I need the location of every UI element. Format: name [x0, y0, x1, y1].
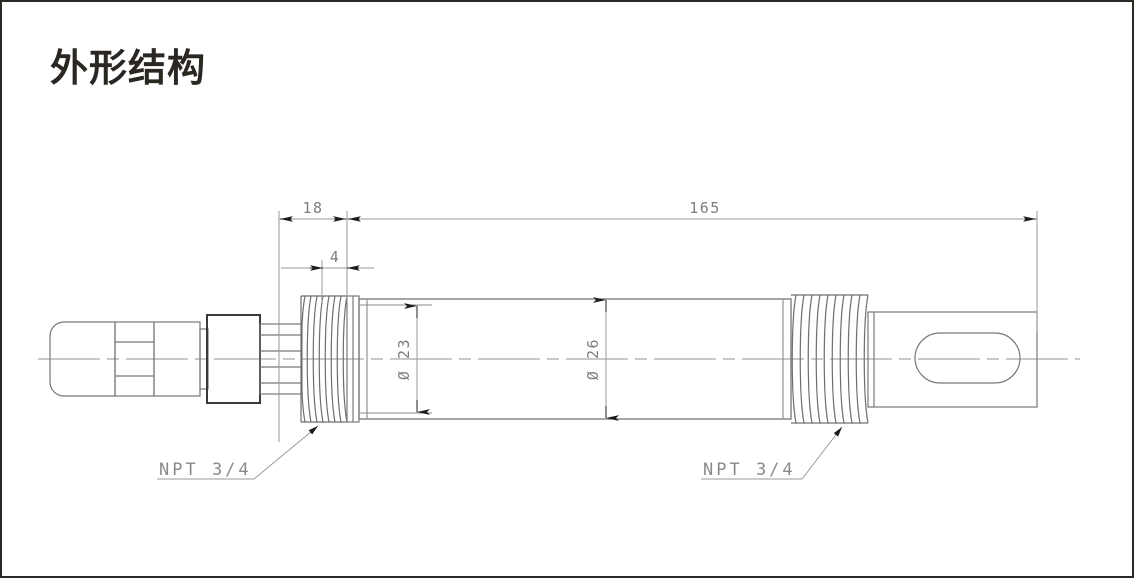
note-npt-left: NPT 3/4	[157, 425, 319, 480]
dimension-165-label: 165	[689, 199, 721, 217]
dimension-18: 18	[279, 199, 347, 222]
dimension-18-label: 18	[302, 199, 323, 217]
note-npt-right: NPT 3/4	[701, 426, 843, 480]
right-npt-thread	[791, 294, 869, 424]
dimension-4: 4	[281, 248, 374, 271]
right-end-body	[867, 311, 1038, 408]
dimension-diameter-23: Ø 23	[395, 303, 430, 415]
neck-section	[259, 323, 303, 395]
dimension-165: 165	[347, 199, 1037, 222]
main-body	[358, 298, 792, 420]
page-title: 外形结构	[50, 46, 207, 90]
left-npt-thread	[300, 295, 348, 423]
note-npt-left-label: NPT 3/4	[159, 460, 252, 480]
dimension-diameter-26: Ø 26	[584, 297, 619, 421]
dimension-4-label: 4	[330, 248, 341, 266]
dimension-diameter-26-label: Ø 26	[584, 338, 602, 380]
note-npt-right-label: NPT 3/4	[703, 460, 796, 480]
dimension-diameter-23-label: Ø 23	[395, 338, 413, 380]
